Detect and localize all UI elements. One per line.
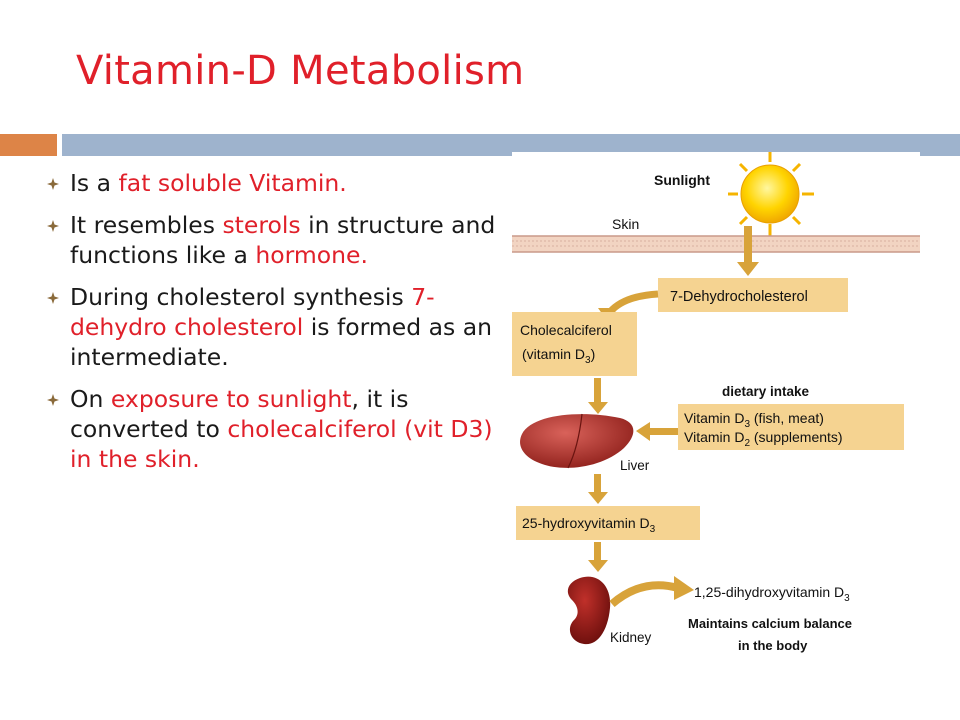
- sun-icon: [728, 152, 814, 236]
- bullet-text: , it is converted to: [70, 385, 409, 443]
- bullet-text: During cholesterol synthesis: [70, 283, 412, 311]
- liver-label: Liver: [620, 458, 650, 473]
- cholecalciferol-box: [512, 312, 637, 376]
- bullet-highlight: fat soluble Vitamin.: [118, 169, 347, 197]
- bullet-item: During cholesterol synthesis 7-dehydro c…: [46, 282, 496, 372]
- bullet-list: Is a fat soluble Vitamin. It resembles s…: [46, 168, 496, 486]
- skin-label: Skin: [612, 216, 639, 232]
- hydroxyvitamin-label: 25-hydroxyvitamin D3: [522, 515, 656, 535]
- dihydroxyvitamin-label: 1,25-dihydroxyvitamin D3: [694, 584, 850, 604]
- kidney-label: Kidney: [610, 630, 652, 645]
- hydroxyvitamin-box: [516, 506, 700, 540]
- curved-arrow-icon: [609, 576, 694, 608]
- bullet-text: in structure and functions like a: [70, 211, 496, 269]
- diamond-bullet-icon: [47, 220, 59, 232]
- bullet-highlight: sterols: [222, 211, 301, 239]
- title-accent-bar-blue: [62, 134, 960, 156]
- bullet-item: Is a fat soluble Vitamin.: [46, 168, 496, 198]
- arrow-icon: [588, 474, 608, 504]
- cholecalciferol-sub-label: (vitamin D3): [522, 346, 595, 366]
- dehydrocholesterol-box: [658, 278, 848, 312]
- bullet-item: It resembles sterols in structure and fu…: [46, 210, 496, 270]
- sunlight-label: Sunlight: [654, 172, 710, 188]
- dietary-intake-label: dietary intake: [722, 384, 810, 399]
- diamond-bullet-icon: [47, 292, 59, 304]
- bullet-text: It resembles: [70, 211, 223, 239]
- vitamin-d2-label: Vitamin D2 (supplements): [684, 429, 843, 449]
- bullet-highlight: 7-dehydro cholesterol: [70, 283, 435, 341]
- diamond-bullet-icon: [47, 178, 59, 190]
- kidney-icon: [567, 576, 611, 645]
- diamond-bullet-icon: [47, 394, 59, 406]
- arrow-icon: [588, 542, 608, 572]
- skin-layer: [512, 235, 920, 253]
- bullet-item: On exposure to sunlight, it is converted…: [46, 384, 496, 474]
- slide-title: Vitamin-D Metabolism: [76, 48, 525, 94]
- bullet-text: is formed as an intermediate.: [70, 313, 492, 371]
- arrow-icon: [636, 422, 678, 441]
- dehydrocholesterol-label: 7-Dehydrocholesterol: [670, 289, 808, 305]
- arrow-icon: [588, 378, 608, 414]
- maintains-label-line1: Maintains calcium balance: [688, 616, 852, 631]
- arrow-icon: [737, 226, 759, 276]
- bullet-text: Is a: [70, 169, 119, 197]
- maintains-label-line2: in the body: [738, 638, 808, 653]
- bullet-highlight: cholecalciferol (vit D3) in the skin.: [70, 415, 493, 473]
- bullet-highlight: hormone.: [255, 241, 368, 269]
- vitamin-d3-label: Vitamin D3 (fish, meat): [684, 410, 824, 430]
- bullet-text: On: [70, 385, 111, 413]
- title-accent-bar-orange: [0, 134, 57, 156]
- cholecalciferol-label: Cholecalciferol: [520, 322, 612, 338]
- bullet-highlight: exposure to sunlight: [110, 385, 352, 413]
- liver-icon: [520, 413, 634, 469]
- vitamin-d-pathway-diagram: Sunlight Skin 7-Dehydrocholesterol Chole…: [512, 152, 920, 664]
- dietary-box: [678, 404, 904, 450]
